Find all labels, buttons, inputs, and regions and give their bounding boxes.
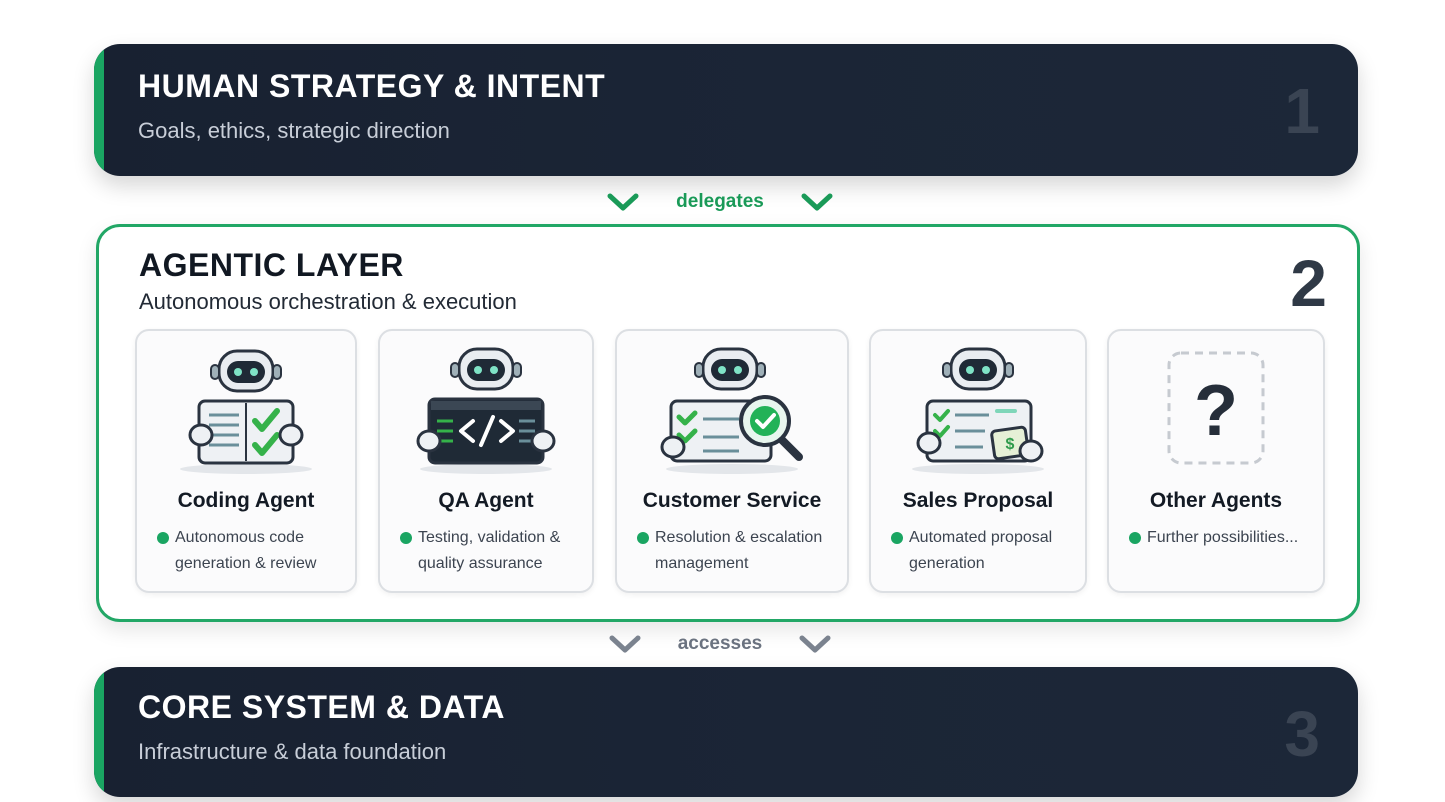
agent-card-sales-proposal[interactable]: $ Sales Proposal Automated proposal gene… [869,329,1087,593]
layer-title: HUMAN STRATEGY & INTENT [138,68,606,104]
agentic-layer: AGENTIC LAYER Autonomous orchestration &… [96,224,1360,622]
connector-label: delegates [676,191,764,212]
chevron-down-icon [801,193,833,211]
connector-label: accesses [677,633,763,654]
agent-title: Other Agents [1149,489,1283,512]
layer-subtitle: Infrastructure & data foundation [138,739,447,764]
layer-subtitle: Autonomous orchestration & execution [139,289,517,314]
agent-title: Coding Agent [177,489,315,512]
layer-number: 2 [1290,246,1327,320]
agent-card-other[interactable]: ? Other Agents Further possibilities... [1107,329,1325,593]
layer-title: AGENTIC LAYER [139,247,404,283]
robot-code-icon [416,347,556,474]
agent-card-coding[interactable]: Coding Agent Autonomous code generation … [135,329,357,593]
agent-card-qa[interactable]: QA Agent Testing, validation & quality a… [378,329,594,593]
robot-magnifier-icon [660,347,803,474]
human-strategy-layer: HUMAN STRATEGY & INTENT Goals, ethics, s… [94,44,1358,176]
agent-description: Testing, validation & quality assurance [400,525,582,577]
chevron-down-icon [607,193,639,211]
layer-subtitle: Goals, ethics, strategic direction [138,118,450,143]
agent-title: Customer Service [642,489,822,512]
agent-description: Further possibilities... [1129,525,1313,551]
layer-number: 3 [1284,698,1320,770]
question-mark-icon: ? [1167,351,1265,465]
agent-description: Autonomous code generation & review [157,525,345,577]
core-system-layer: CORE SYSTEM & DATA Infrastructure & data… [94,667,1358,797]
chevron-down-icon [799,635,831,653]
delegates-connector: delegates [560,182,880,222]
accesses-connector: accesses [560,624,880,664]
layer-title: CORE SYSTEM & DATA [138,689,505,725]
layer-number: 1 [1284,75,1320,147]
agent-title: Sales Proposal [902,489,1054,512]
agent-description: Resolution & escalation management [637,525,837,577]
agent-card-customer-service[interactable]: Customer Service Resolution & escalation… [615,329,849,593]
robot-checklist-icon [180,349,312,474]
svg-text:$: $ [1006,436,1015,453]
robot-proposal-icon: $ [912,347,1044,474]
agent-title: QA Agent [438,489,534,512]
agent-description: Automated proposal generation [891,525,1075,577]
chevron-down-icon [609,635,641,653]
svg-text:?: ? [1194,371,1238,451]
